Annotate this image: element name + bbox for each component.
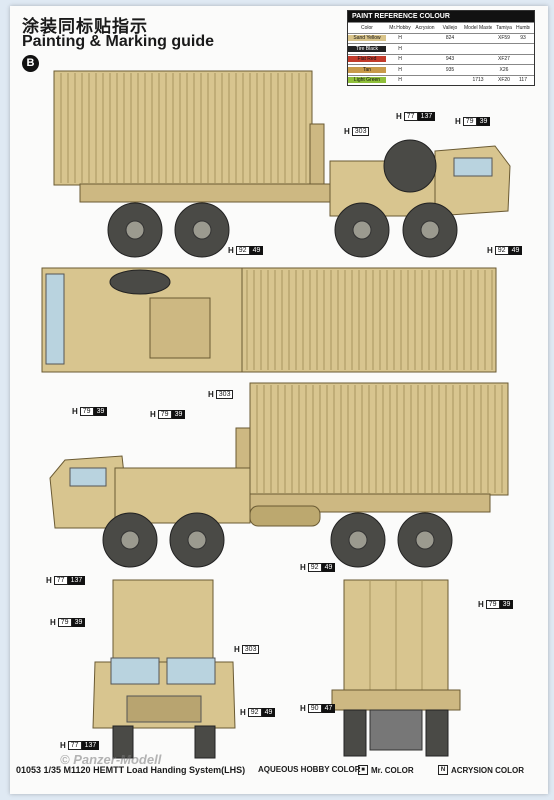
paint-row: Light Green H 1713 XF20 117 bbox=[348, 74, 534, 86]
windshield-left bbox=[110, 657, 160, 685]
rear-frame bbox=[331, 689, 461, 711]
container-side-b bbox=[249, 382, 509, 496]
rear-view bbox=[331, 579, 461, 757]
legend-hobby: AQUEOUS HOBBY COLOR bbox=[258, 765, 361, 774]
col-mrhobby: Mr.Hobby bbox=[389, 24, 411, 31]
paint-reference-table: PAINT REFERENCE COLOUR Color Mr.Hobby Ac… bbox=[347, 10, 535, 86]
paint-name: Tire Black bbox=[348, 45, 386, 52]
title-english: Painting & Marking guide bbox=[22, 33, 215, 50]
paint-row: Tan H 935 X26 bbox=[348, 64, 534, 75]
wheels-a bbox=[107, 202, 458, 258]
container-front bbox=[112, 579, 214, 663]
model-title: 01053 1/35 M1120 HEMTT Load Handing Syst… bbox=[16, 765, 246, 775]
paint-tamiya: XF27 bbox=[498, 56, 510, 63]
paint-row: Tire Black H bbox=[348, 43, 534, 54]
legend-acrysion-label: ACRYSION COLOR bbox=[451, 765, 525, 775]
grille bbox=[126, 695, 202, 723]
spare-tire-a bbox=[383, 139, 437, 193]
legend-mr-label: Mr. COLOR bbox=[371, 765, 414, 775]
paint-table-header: Color Mr.Hobby Acrysion Vallejo Model Ma… bbox=[348, 22, 534, 33]
front-view bbox=[92, 579, 236, 759]
paint-code: H bbox=[398, 77, 402, 84]
fuel-tank-b bbox=[249, 505, 321, 527]
windshield-a bbox=[453, 157, 493, 177]
legend-hobby-label: AQUEOUS HOBBY COLOR bbox=[258, 765, 361, 774]
cab-a bbox=[434, 145, 511, 217]
col-vallejo: Vallejo bbox=[442, 24, 458, 31]
col-humbrol: Humbrol bbox=[516, 24, 530, 31]
paint-name: Tan bbox=[348, 66, 386, 73]
windshield-right bbox=[166, 657, 216, 685]
legend-mr: ■Mr. COLOR bbox=[358, 765, 414, 775]
container-top bbox=[239, 267, 497, 373]
mr-color-icon: ■ bbox=[358, 765, 368, 775]
paint-tamiya: X26 bbox=[499, 66, 509, 73]
paint-code: H bbox=[398, 56, 402, 63]
paint-code: H bbox=[398, 35, 402, 42]
paint-name: Flat Red bbox=[348, 56, 386, 63]
paint-vallejo: 943 bbox=[445, 56, 455, 63]
top-view bbox=[41, 267, 497, 373]
col-color: Color bbox=[361, 24, 373, 31]
paint-row: Sand Yellow H 824 XF59 93 bbox=[348, 32, 534, 44]
watermark-text: © Panzer-Modell bbox=[60, 752, 162, 767]
paint-tamiya: XF20 bbox=[498, 77, 510, 84]
side-view-left-facing bbox=[49, 382, 509, 568]
windshield-b bbox=[69, 467, 107, 487]
cab-roof-glass bbox=[45, 273, 65, 365]
rear-tire-left bbox=[343, 709, 367, 757]
front-tire-right bbox=[194, 725, 216, 759]
col-acrysion: Acrysion bbox=[415, 24, 435, 31]
side-view-right-facing bbox=[53, 70, 511, 258]
front-tire-left bbox=[112, 725, 134, 759]
step-badge: B bbox=[22, 55, 39, 72]
paint-code: H bbox=[398, 66, 402, 73]
paint-table-title: PAINT REFERENCE COLOUR bbox=[348, 11, 534, 22]
paint-tamiya: XF59 bbox=[498, 35, 510, 42]
paint-name: Sand Yellow bbox=[348, 35, 386, 42]
paint-vallejo: 935 bbox=[445, 66, 455, 73]
rear-chassis bbox=[369, 709, 423, 751]
rear-tire-right bbox=[425, 709, 449, 757]
paint-modelmaster: 1713 bbox=[472, 77, 484, 84]
wheels-b bbox=[102, 512, 453, 568]
paint-name: Light Green bbox=[348, 77, 386, 84]
spare-tire-top bbox=[109, 269, 171, 295]
paint-humbrol: 117 bbox=[519, 77, 527, 84]
acrysion-color-icon: N bbox=[438, 765, 448, 775]
crane-top bbox=[149, 297, 211, 359]
container-side-a bbox=[53, 70, 313, 186]
paint-code: H bbox=[398, 45, 402, 52]
paint-vallejo: 824 bbox=[445, 35, 455, 42]
paint-humbrol: 93 bbox=[520, 35, 526, 42]
col-modelmaster: Model Master bbox=[464, 24, 492, 31]
title-chinese: 涂装同标贴指示 bbox=[22, 17, 148, 36]
paint-row: Flat Red H 943 XF27 bbox=[348, 53, 534, 65]
col-tamiya: Tamiya bbox=[496, 24, 512, 31]
